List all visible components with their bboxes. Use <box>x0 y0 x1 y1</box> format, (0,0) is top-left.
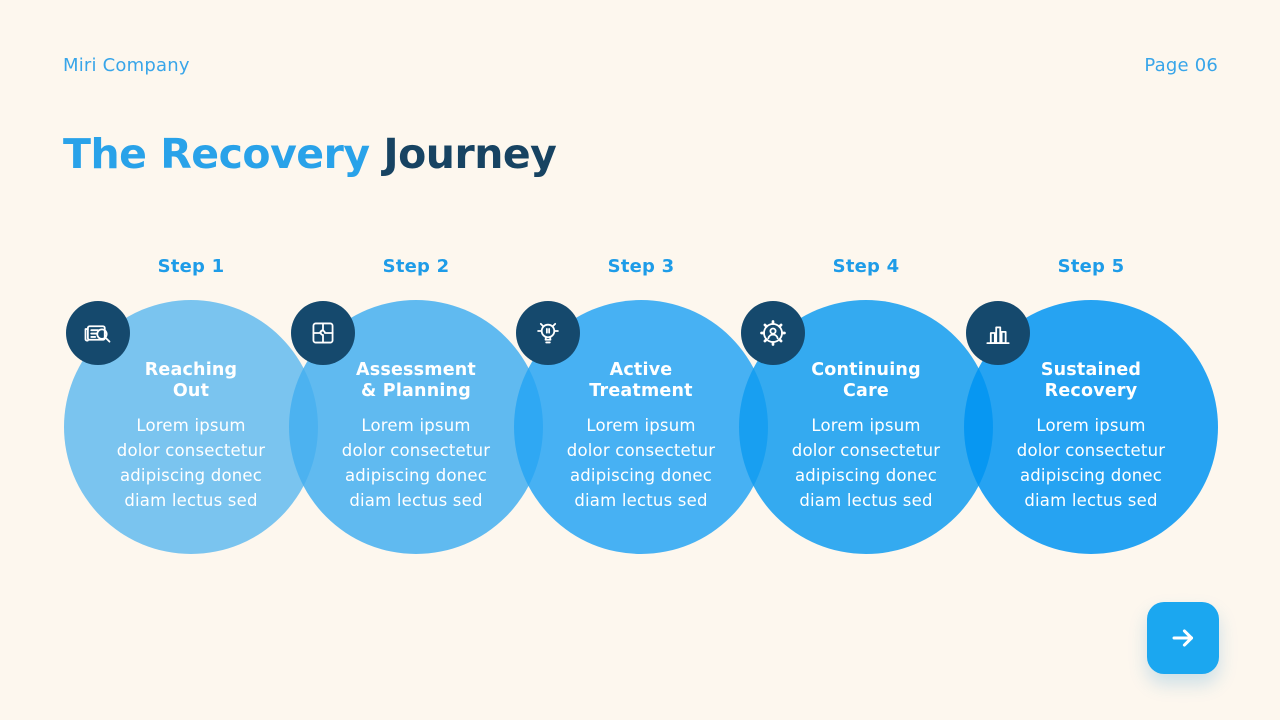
next-button[interactable] <box>1147 602 1219 674</box>
step-icon-badge <box>966 301 1030 365</box>
step-label: Step 3 <box>607 256 675 277</box>
step-icon-badge <box>516 301 580 365</box>
step-label: Step 1 <box>157 256 225 277</box>
lightbulb-icon <box>537 322 559 344</box>
step-icon-badge <box>741 301 805 365</box>
gear-user-icon <box>760 320 786 346</box>
title-rest: Journey <box>383 130 557 178</box>
step-label: Step 2 <box>382 256 450 277</box>
puzzle-icon <box>312 322 334 344</box>
arrow-right-icon <box>1172 629 1194 647</box>
document-search-icon <box>84 325 111 343</box>
step-icon-badge <box>66 301 130 365</box>
company-name: Miri Company <box>63 55 190 76</box>
page-title: The Recovery Journey <box>63 130 557 178</box>
bar-chart-icon <box>986 326 1010 345</box>
step-label: Step 5 <box>1057 256 1125 277</box>
title-highlight: The Recovery <box>63 130 370 178</box>
step-icon-badge <box>291 301 355 365</box>
step-label: Step 4 <box>832 256 900 277</box>
page-number: Page 06 <box>1144 55 1218 76</box>
step-title: Assessment& Planning <box>355 360 476 401</box>
